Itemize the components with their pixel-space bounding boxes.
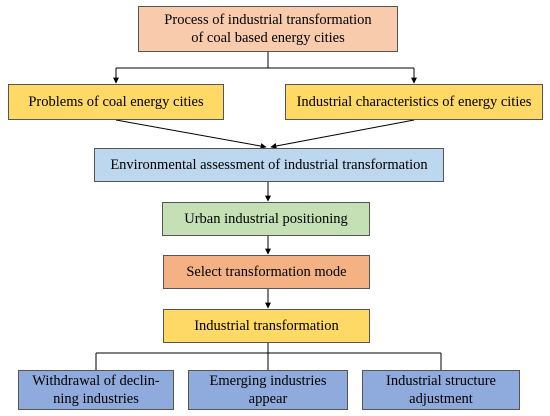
assessment-node: Environmental assessment of industrial t… [94,148,444,182]
process-label-line1: Process of industrial transformation [164,12,372,28]
mode-label: Select transformation mode [186,264,347,280]
emerging-node: Emerging industries appear [188,370,348,410]
adjustment-label-line2: adjustment [409,391,473,407]
characteristics-label: Industrial characteristics of energy cit… [296,94,532,110]
assessment-label: Environmental assessment of industrial t… [110,157,428,173]
adjustment-label-line1: Industrial structure [386,373,496,389]
positioning-node: Urban industrial positioning [162,202,370,236]
positioning-label: Urban industrial positioning [184,211,348,227]
mode-node: Select transformation mode [163,255,370,289]
transformation-label: Industrial transformation [194,318,339,334]
withdrawal-node: Withdrawal of declin- ning industries [18,370,174,410]
problems-label: Problems of coal energy cities [28,94,204,110]
arrow-problems-to-assessment [115,119,267,149]
withdrawal-label-line2: ning industries [53,391,139,407]
characteristics-node: Industrial characteristics of energy cit… [285,84,543,120]
emerging-label-line2: appear [248,391,288,407]
problems-node: Problems of coal energy cities [8,84,224,120]
emerging-label-line1: Emerging industries [209,373,327,389]
process-node: Process of industrial transformation of … [138,6,398,52]
adjustment-node: Industrial structure adjustment [362,370,520,410]
transformation-node: Industrial transformation [163,309,370,343]
process-label-line2: of coal based energy cities [191,30,345,46]
arrow-characteristics-to-assessment [270,119,415,149]
withdrawal-label-line1: Withdrawal of declin- [32,373,160,389]
